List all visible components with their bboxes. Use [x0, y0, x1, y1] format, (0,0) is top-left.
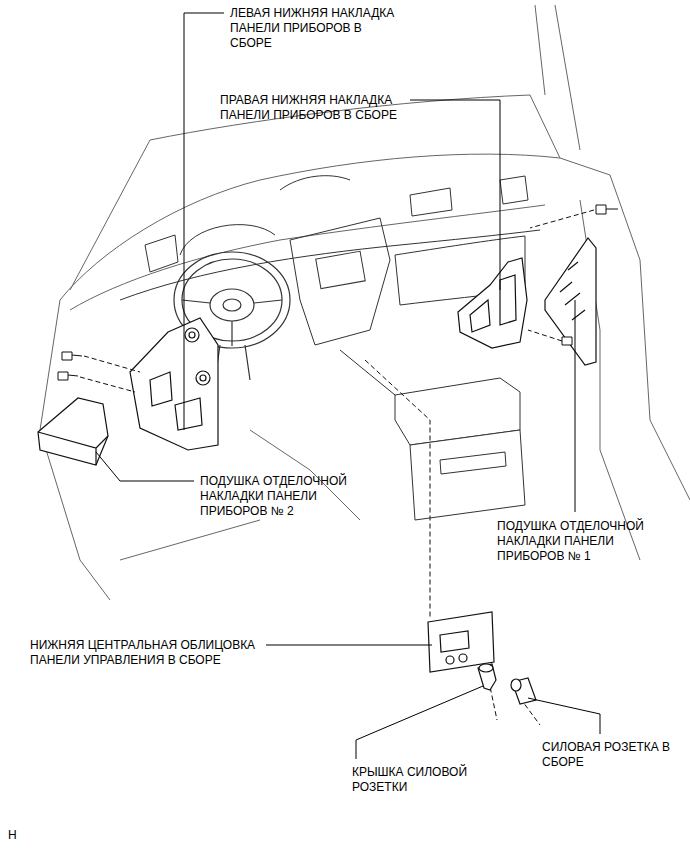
leader-line: [356, 686, 483, 759]
pillar-right: [535, 5, 580, 150]
part-label: КРЫШКА СИЛОВОЙ РОЗЕТКИ: [352, 765, 482, 795]
bezel-body: [428, 612, 494, 672]
screw: [58, 372, 78, 380]
part-label: СИЛОВАЯ РОЗЕТКА В СБОРЕ: [542, 740, 674, 770]
leader-line: [266, 645, 432, 646]
part-label: ПОДУШКА ОТДЕЛОЧНОЙ НАКЛАДКИ ПАНЕЛИ ПРИБО…: [497, 519, 657, 564]
left-panel-detail: [150, 372, 202, 430]
screws-right: [528, 205, 618, 345]
label-slot: СИЛОВАЯ РОЗЕТКА В СБОРЕ: [542, 740, 674, 770]
leader-line: [575, 300, 576, 512]
cabin-outline: [40, 5, 690, 600]
label-slot: КРЫШКА СИЛОВОЙ РОЗЕТКИ: [352, 765, 482, 795]
right-lower-panel: [458, 258, 527, 348]
right-panel-detail: [470, 275, 516, 332]
center-bezel: [428, 612, 494, 672]
cap-top: [479, 664, 493, 672]
label-slot: ПОДУШКА ОТДЕЛОЧНОЙ НАКЛАДКИ ПАНЕЛИ ПРИБО…: [200, 474, 360, 519]
label-slot: ПОДУШКА ОТДЕЛОЧНОЙ НАКЛАДКИ ПАНЕЛИ ПРИБО…: [497, 519, 657, 564]
dash-top-pod: [280, 176, 350, 190]
power-outlet: [511, 678, 536, 704]
center-display: [316, 251, 366, 288]
left-panel-body: [130, 318, 218, 450]
left-lower-panel: [130, 318, 218, 450]
bezel-hole: [446, 656, 454, 664]
pad-no1-ribs: [560, 262, 585, 320]
figure-code: H: [8, 828, 38, 843]
steering-column: [215, 345, 250, 380]
label-slot: НИЖНЯЯ ЦЕНТРАЛЬНАЯ ОБЛИЦОВКА ПАНЕЛИ УПРА…: [30, 638, 270, 668]
console-rear: [410, 430, 525, 520]
label-slot: ПРАВАЯ НИЖНЯЯ НАКЛАДКА ПАНЕЛИ ПРИБОРОВ В…: [220, 93, 398, 123]
center-stack: [290, 218, 390, 345]
outlet-face: [511, 679, 521, 691]
part-label: ПРАВАЯ НИЖНЯЯ НАКЛАДКА ПАНЕЛИ ПРИБОРОВ В…: [220, 93, 398, 123]
knob: [196, 371, 210, 385]
pad-no1-body: [545, 238, 596, 365]
leader-line: [184, 13, 224, 430]
vent-center: [410, 188, 452, 216]
dashboard-edge: [70, 205, 545, 310]
screws-left: [58, 352, 140, 392]
center-console: [340, 350, 525, 520]
console-tunnel: [340, 350, 395, 395]
pad-no2: [38, 398, 108, 465]
leader-line: [410, 100, 500, 290]
wheel-hub: [210, 289, 254, 321]
pad-no2-body: [38, 398, 108, 465]
right-panel-body: [458, 258, 527, 348]
knob: [185, 328, 199, 342]
part-label: ПОДУШКА ОТДЕЛОЧНОЙ НАКЛАДКИ ПАНЕЛИ ПРИБО…: [200, 474, 360, 519]
a-pillar-left: [70, 140, 150, 290]
pad-no1: [545, 238, 596, 365]
cap-body: [478, 664, 496, 690]
screw-axis: [528, 210, 594, 341]
knob-center: [189, 332, 195, 338]
leader-line: [528, 698, 600, 734]
wheel-emblem: [223, 299, 241, 311]
label-slot: ЛЕВАЯ НИЖНЯЯ НАКЛАДКА ПАНЕЛИ ПРИБОРОВ В …: [230, 6, 400, 51]
outlet-body: [512, 678, 536, 704]
screw: [562, 337, 572, 345]
bezel-hole: [459, 654, 467, 662]
dashboard-top: [60, 154, 560, 300]
part-label: НИЖНЯЯ ЦЕНТРАЛЬНАЯ ОБЛИЦОВКА ПАНЕЛИ УПРА…: [30, 638, 270, 668]
vent-left: [145, 235, 178, 272]
part-label: ЛЕВАЯ НИЖНЯЯ НАКЛАДКА ПАНЕЛИ ПРИБОРОВ В …: [230, 6, 400, 51]
instrument-hood: [180, 225, 275, 255]
screw-axis: [80, 356, 140, 392]
screw: [62, 352, 82, 360]
rear-vent: [440, 452, 506, 474]
vent-right: [500, 176, 528, 204]
leader-line: [96, 452, 194, 481]
dashed-axis: [365, 360, 430, 618]
screw: [596, 205, 618, 214]
knob-center: [200, 375, 206, 381]
pad-no2-edge: [38, 432, 108, 465]
a-pillar-right: [530, 95, 560, 158]
bezel-opening: [440, 631, 469, 652]
power-outlet-cap: [478, 664, 496, 690]
label-slot: H: [8, 828, 38, 843]
wheel-rim: [174, 252, 290, 348]
floor-lines: [120, 430, 360, 560]
